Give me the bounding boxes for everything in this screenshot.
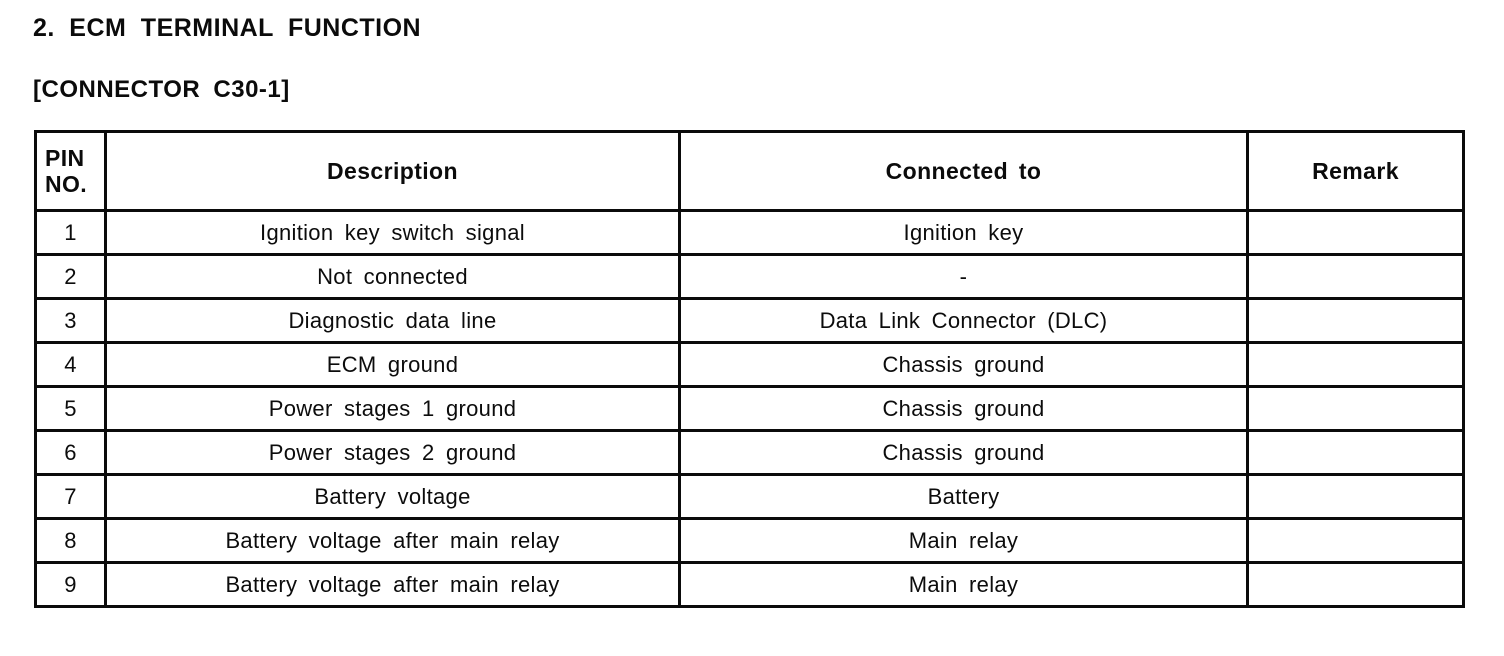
table-row: 9 Battery voltage after main relay Main … [34, 561, 1465, 608]
table-row: 2 Not connected - [34, 253, 1465, 300]
table-row: 4 ECM ground Chassis ground [34, 341, 1465, 388]
cell-connected-to: - [678, 253, 1249, 300]
cell-pin: 2 [34, 253, 107, 300]
cell-description: Ignition key switch signal [104, 209, 681, 256]
cell-remark [1246, 561, 1465, 608]
cell-remark [1246, 517, 1465, 564]
cell-connected-to: Ignition key [678, 209, 1249, 256]
header-description: Description [104, 130, 681, 212]
header-pin-no: PIN NO. [34, 130, 107, 212]
table-body: 1 Ignition key switch signal Ignition ke… [34, 209, 1465, 608]
cell-pin: 1 [34, 209, 107, 256]
cell-remark [1246, 385, 1465, 432]
cell-connected-to: Main relay [678, 517, 1249, 564]
cell-description: Power stages 2 ground [104, 429, 681, 476]
cell-remark [1246, 297, 1465, 344]
cell-connected-to: Data Link Connector (DLC) [678, 297, 1249, 344]
cell-pin: 8 [34, 517, 107, 564]
cell-connected-to: Chassis ground [678, 385, 1249, 432]
cell-connected-to: Chassis ground [678, 341, 1249, 388]
cell-pin: 5 [34, 385, 107, 432]
cell-pin: 7 [34, 473, 107, 520]
connector-label: [CONNECTOR C30-1] [33, 76, 290, 103]
cell-description: Not connected [104, 253, 681, 300]
cell-connected-to: Battery [678, 473, 1249, 520]
table-row: 7 Battery voltage Battery [34, 473, 1465, 520]
cell-description: Power stages 1 ground [104, 385, 681, 432]
table-row: 1 Ignition key switch signal Ignition ke… [34, 209, 1465, 256]
cell-description: Battery voltage [104, 473, 681, 520]
table-row: 5 Power stages 1 ground Chassis ground [34, 385, 1465, 432]
table-row: 8 Battery voltage after main relay Main … [34, 517, 1465, 564]
header-row: PIN NO. Description Connected to Remark [34, 130, 1465, 212]
table-row: 6 Power stages 2 ground Chassis ground [34, 429, 1465, 476]
table-row: 3 Diagnostic data line Data Link Connect… [34, 297, 1465, 344]
header-remark: Remark [1246, 130, 1465, 212]
cell-pin: 9 [34, 561, 107, 608]
cell-pin: 3 [34, 297, 107, 344]
table-header: PIN NO. Description Connected to Remark [34, 130, 1465, 212]
cell-description: ECM ground [104, 341, 681, 388]
cell-remark [1246, 253, 1465, 300]
cell-description: Battery voltage after main relay [104, 561, 681, 608]
cell-remark [1246, 429, 1465, 476]
cell-remark [1246, 209, 1465, 256]
cell-remark [1246, 341, 1465, 388]
cell-pin: 6 [34, 429, 107, 476]
ecm-terminal-function-table: PIN NO. Description Connected to Remark … [34, 130, 1465, 608]
cell-pin: 4 [34, 341, 107, 388]
cell-description: Diagnostic data line [104, 297, 681, 344]
cell-connected-to: Main relay [678, 561, 1249, 608]
cell-connected-to: Chassis ground [678, 429, 1249, 476]
header-connected-to: Connected to [678, 130, 1249, 212]
cell-remark [1246, 473, 1465, 520]
cell-description: Battery voltage after main relay [104, 517, 681, 564]
section-title: 2. ECM TERMINAL FUNCTION [33, 14, 422, 42]
